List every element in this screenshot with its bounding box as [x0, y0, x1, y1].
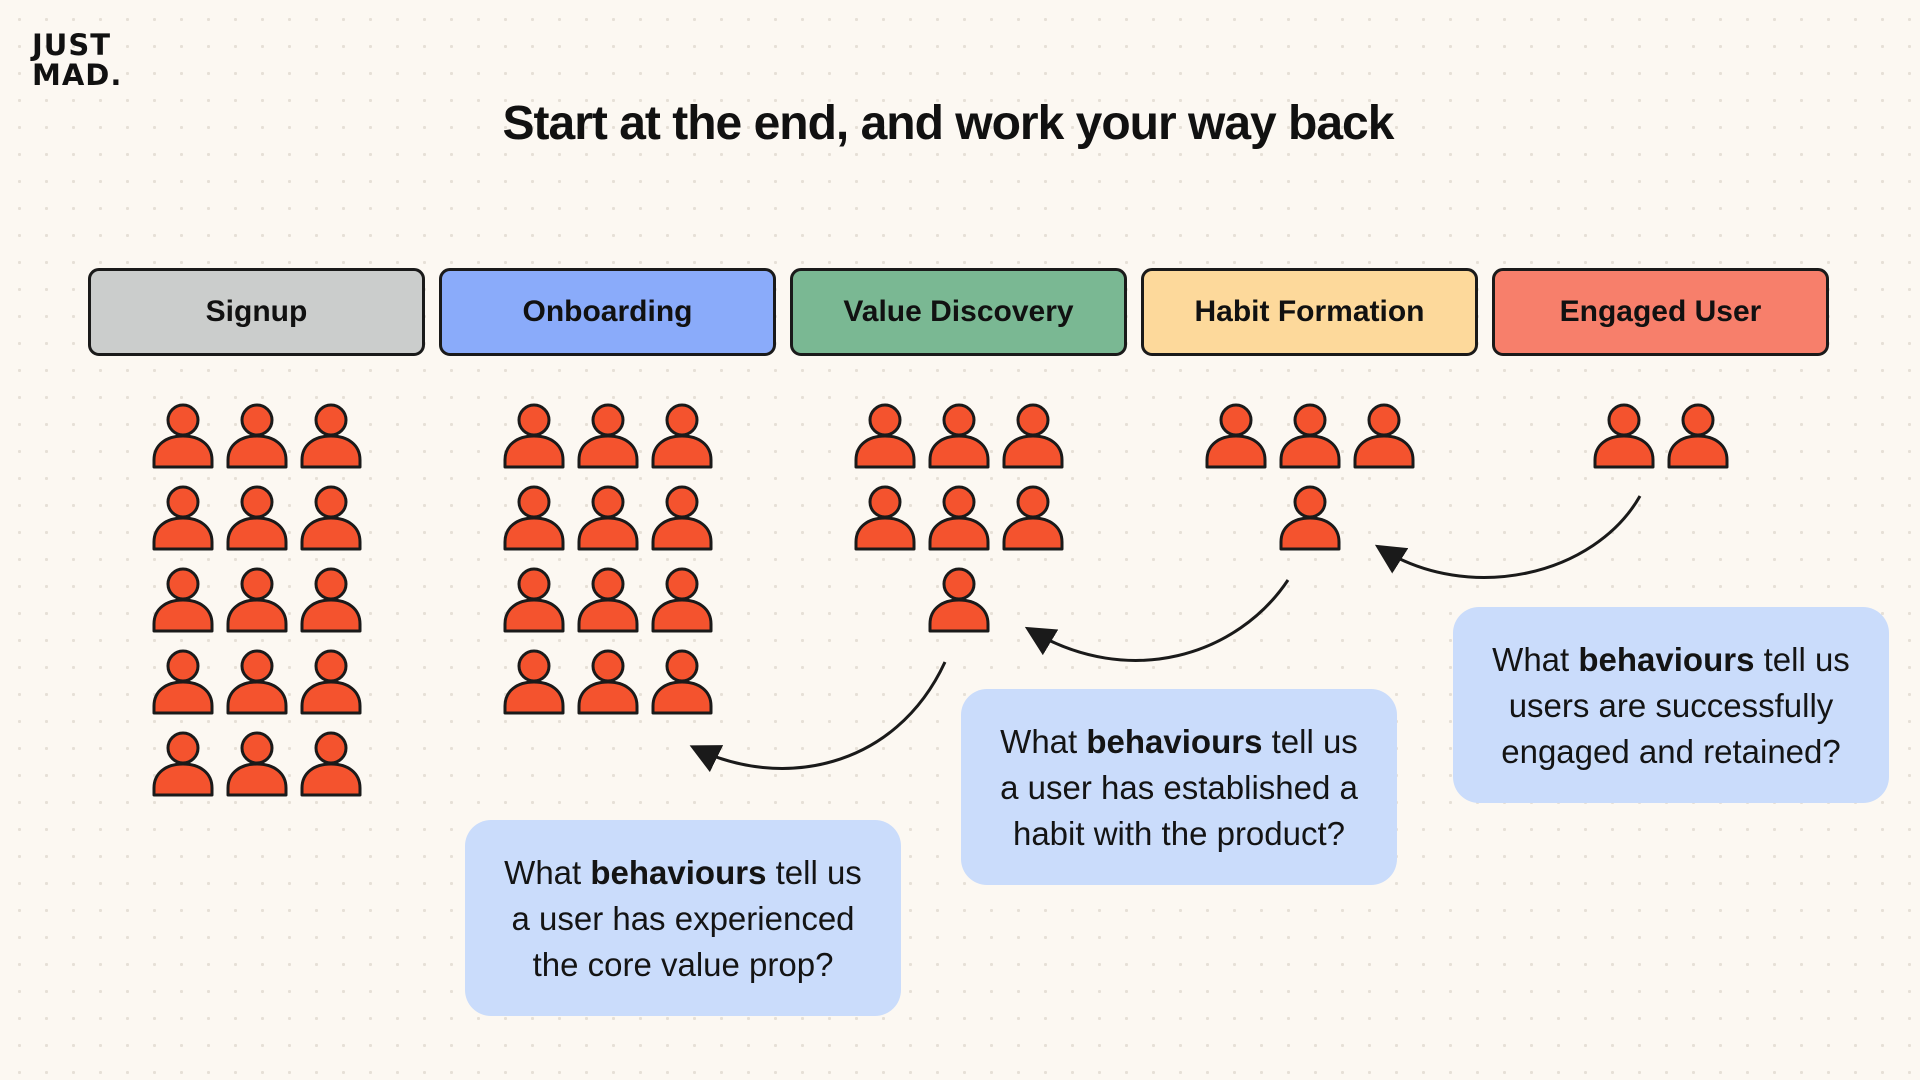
person-icon — [852, 482, 918, 552]
person-icon — [298, 728, 364, 798]
people-row — [147, 728, 367, 798]
people-group-onboarding — [498, 400, 718, 728]
people-row — [1551, 400, 1771, 470]
callout-value-prop: What behaviours tell us a user has exper… — [465, 820, 901, 1016]
person-icon — [150, 646, 216, 716]
callout-keyword: behaviours — [1086, 723, 1263, 760]
person-icon — [1000, 400, 1066, 470]
person-icon — [501, 482, 567, 552]
people-row — [498, 564, 718, 634]
logo-line-2: MAD. — [32, 58, 123, 92]
person-icon — [224, 482, 290, 552]
callout-text: tell us — [766, 854, 862, 891]
person-icon — [575, 482, 641, 552]
person-icon — [649, 564, 715, 634]
people-row — [849, 564, 1069, 634]
callout-line: engaged and retained? — [1501, 733, 1841, 770]
callout-line: What behaviours tell us — [979, 719, 1379, 765]
people-row — [147, 564, 367, 634]
people-row — [1200, 482, 1420, 552]
person-icon — [224, 400, 290, 470]
person-icon — [501, 646, 567, 716]
person-icon — [649, 646, 715, 716]
callout-text: tell us — [1754, 641, 1850, 678]
arrow-value-to-onboarding — [689, 661, 947, 773]
callout-text: tell us — [1262, 723, 1358, 760]
people-row — [498, 482, 718, 552]
person-icon — [150, 564, 216, 634]
person-icon — [150, 482, 216, 552]
person-icon — [224, 646, 290, 716]
person-icon — [150, 728, 216, 798]
logo: JUST MAD. — [32, 30, 122, 90]
people-group-value-discovery — [849, 400, 1069, 646]
person-icon — [150, 400, 216, 470]
person-icon — [852, 400, 918, 470]
people-row — [498, 400, 718, 470]
person-icon — [926, 564, 992, 634]
person-icon — [501, 564, 567, 634]
person-icon — [1203, 400, 1269, 470]
stage-habit-formation: Habit Formation — [1141, 268, 1478, 356]
callout-line: What behaviours tell us — [483, 850, 883, 896]
callout-text: What — [504, 854, 591, 891]
people-row — [147, 646, 367, 716]
stage-signup: Signup — [88, 268, 425, 356]
callout-text: What — [1000, 723, 1087, 760]
stage-engaged-user: Engaged User — [1492, 268, 1829, 356]
people-row — [147, 400, 367, 470]
person-icon — [224, 728, 290, 798]
person-icon — [649, 482, 715, 552]
people-row — [849, 482, 1069, 552]
person-icon — [298, 482, 364, 552]
stage-onboarding: Onboarding — [439, 268, 776, 356]
callout-habit: What behaviours tell us a user has estab… — [961, 689, 1397, 885]
person-icon — [1000, 482, 1066, 552]
person-icon — [298, 400, 364, 470]
person-icon — [575, 400, 641, 470]
callout-line: the core value prop? — [532, 946, 834, 983]
person-icon — [298, 564, 364, 634]
person-icon — [1277, 400, 1343, 470]
person-icon — [1665, 400, 1731, 470]
person-icon — [1591, 400, 1657, 470]
callout-line: What behaviours tell us — [1471, 637, 1871, 683]
callout-keyword: behaviours — [590, 854, 767, 891]
people-row — [849, 400, 1069, 470]
person-icon — [501, 400, 567, 470]
person-icon — [649, 400, 715, 470]
people-group-habit-formation — [1200, 400, 1420, 564]
people-row — [498, 646, 718, 716]
page-title: Start at the end, and work your way back — [502, 97, 1395, 150]
person-icon — [1277, 482, 1343, 552]
callout-keyword: behaviours — [1578, 641, 1755, 678]
person-icon — [926, 400, 992, 470]
person-icon — [926, 482, 992, 552]
stage-value-discovery: Value Discovery — [790, 268, 1127, 356]
people-row — [1200, 400, 1420, 470]
people-group-signup — [147, 400, 367, 810]
person-icon — [1351, 400, 1417, 470]
callout-line: a user has experienced — [511, 900, 855, 937]
people-row — [147, 482, 367, 552]
callout-line: users are successfully — [1508, 687, 1834, 724]
callout-line: habit with the product? — [1012, 815, 1346, 852]
callout-text: What — [1492, 641, 1579, 678]
callout-engaged: What behaviours tell us users are succes… — [1453, 607, 1889, 803]
people-group-engaged-user — [1551, 400, 1771, 482]
person-icon — [575, 564, 641, 634]
logo-line-1: JUST — [32, 28, 112, 62]
person-icon — [298, 646, 364, 716]
person-icon — [224, 564, 290, 634]
person-icon — [575, 646, 641, 716]
callout-line: a user has established a — [1000, 769, 1358, 806]
